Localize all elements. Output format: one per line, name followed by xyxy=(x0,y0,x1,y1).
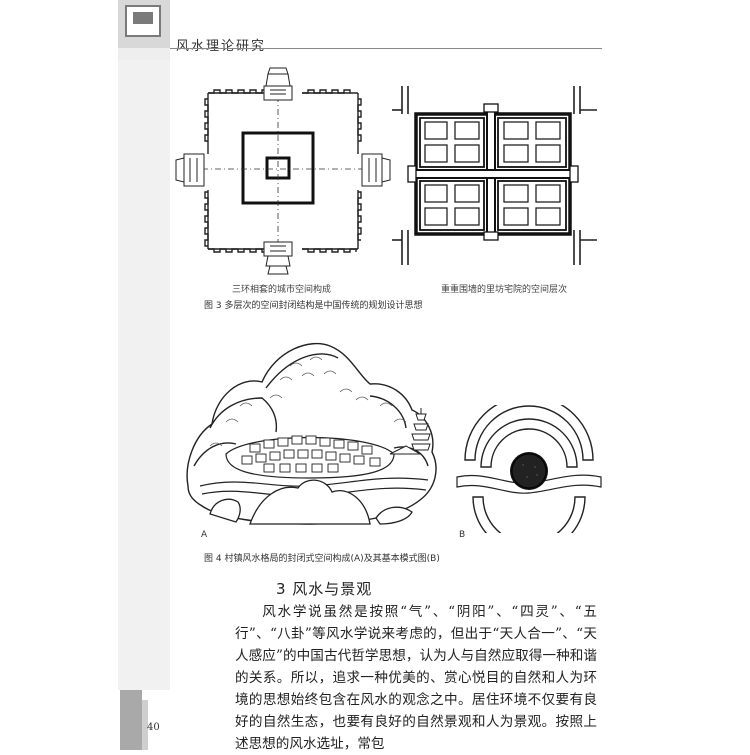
figure4-label-b: B xyxy=(459,530,466,540)
figure4-mode-diagram xyxy=(456,405,602,533)
figure3-left-caption: 三环相套的城市空间构成 xyxy=(232,285,332,295)
figure4-label-a: A xyxy=(201,530,208,540)
sidebar-strip-bottom xyxy=(120,690,142,750)
sidebar-strip xyxy=(118,60,170,690)
header-rule xyxy=(170,48,602,49)
figure3-caption: 图 3 多层次的空间封闭结构是中国传统的规划设计思想 xyxy=(204,301,423,311)
figure3-city-diagram xyxy=(175,67,391,275)
figure4-village-illustration xyxy=(186,342,437,525)
header-logo-block xyxy=(118,0,170,60)
figure3-right-caption: 重重围墙的里坊宅院的空间层次 xyxy=(441,285,568,295)
header-title: 风水理论研究 xyxy=(176,39,267,54)
body-text: 风水学说虽然是按照“气”、“阴阳”、“四灵”、“五行”、“八卦”等风水学说来考虑… xyxy=(235,601,597,755)
figure3-ward-diagram xyxy=(392,86,597,265)
body-paragraph: 风水学说虽然是按照“气”、“阴阳”、“四灵”、“五行”、“八卦”等风水学说来考虑… xyxy=(235,604,597,752)
figure4-caption: 图 4 村镇风水格局的封闭式空间构成(A)及其基本模式图(B) xyxy=(204,554,440,564)
page-number: 40 xyxy=(147,722,160,733)
section-heading: 3 风水与景观 xyxy=(276,580,373,598)
